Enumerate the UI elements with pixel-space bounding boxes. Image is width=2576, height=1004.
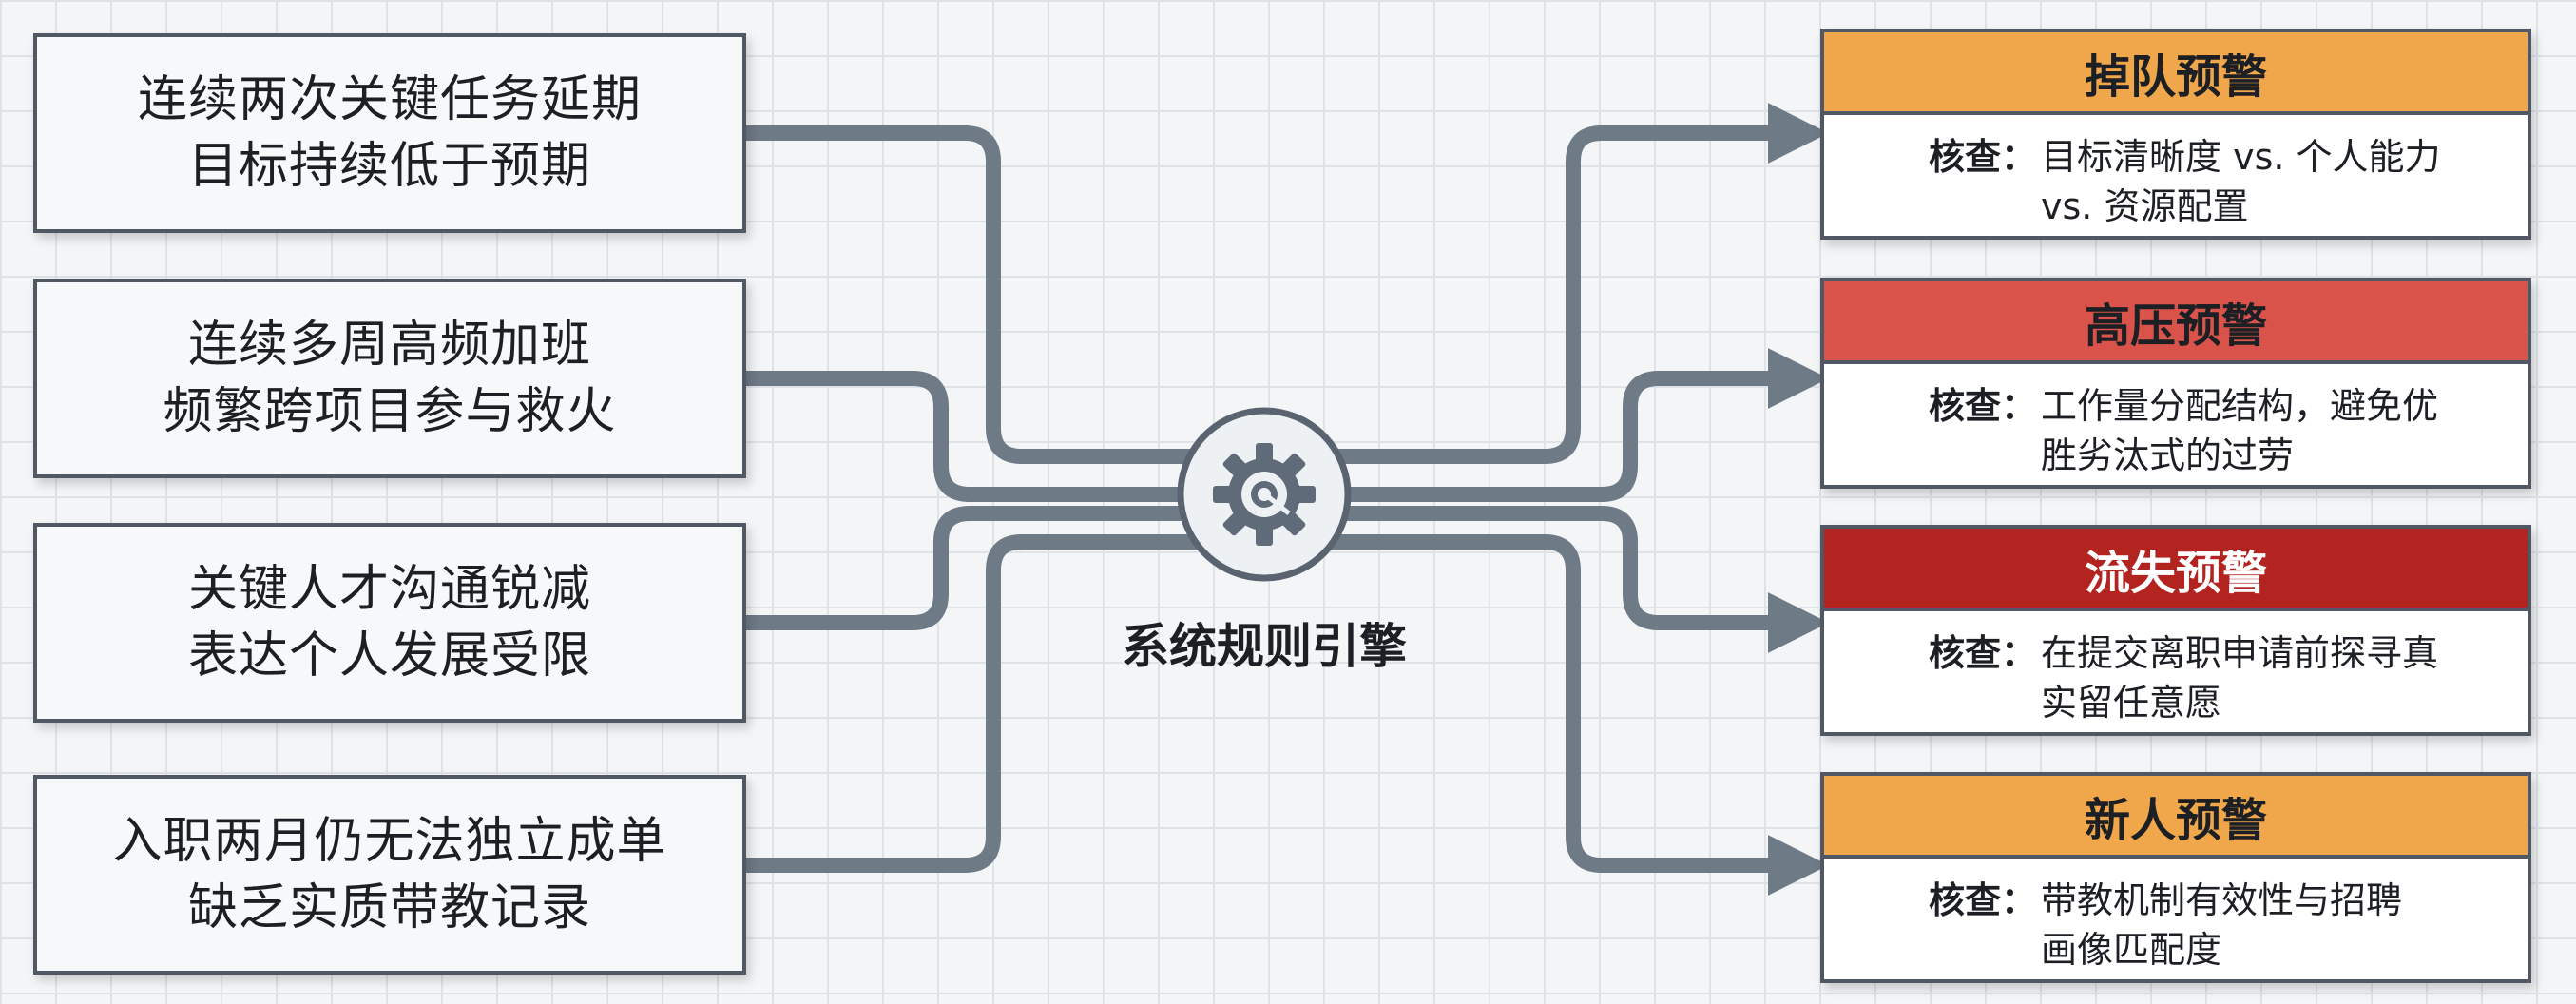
alert-title: 流失预警 xyxy=(1824,529,2528,611)
alert-title: 高压预警 xyxy=(1824,281,2528,364)
check-text: 目标清晰度 vs. 个人能力 vs. 资源配置 xyxy=(2037,132,2441,231)
alert-card-2: 高压预警 核查： 工作量分配结构，避免优 胜劣汰式的过劳 xyxy=(1820,278,2531,489)
trigger-text-line2: 缺乏实质带教记录 xyxy=(187,879,591,936)
trigger-box-1: 连续两次关键任务延期 目标持续低于预期 xyxy=(33,33,746,233)
check-text-line2: vs. 资源配置 xyxy=(2041,185,2249,227)
connector-alert-2 xyxy=(1309,348,1829,502)
gear-icon xyxy=(1213,443,1316,546)
trigger-text-line2: 频繁跨项目参与救火 xyxy=(163,383,617,440)
alert-body: 核查： 工作量分配结构，避免优 胜劣汰式的过劳 xyxy=(1824,364,2528,480)
alert-title: 掉队预警 xyxy=(1824,32,2528,115)
check-label: 核查： xyxy=(1929,632,2038,674)
engine-label: 系统规则引擎 xyxy=(1122,619,1407,674)
alert-title: 新人预警 xyxy=(1824,776,2528,859)
trigger-box-3: 关键人才沟通锐减 表达个人发展受限 xyxy=(33,523,746,723)
trigger-text-line1: 关键人才沟通锐减 xyxy=(187,561,591,618)
connector-trigger-2 xyxy=(739,371,1220,502)
check-text-line2: 胜劣汰式的过劳 xyxy=(2041,434,2295,476)
check-label: 核查： xyxy=(1929,136,2038,178)
check-text: 带教机制有效性与招聘 画像匹配度 xyxy=(2037,876,2402,975)
trigger-text-line1: 连续多周高频加班 xyxy=(187,317,591,374)
connector-trigger-4 xyxy=(739,534,1220,873)
connector-alert-4 xyxy=(1309,534,1829,896)
check-text-line1: 带教机制有效性与招聘 xyxy=(2041,879,2403,921)
alert-body: 核查： 目标清晰度 vs. 个人能力 vs. 资源配置 xyxy=(1824,115,2528,231)
connector-alert-1 xyxy=(1309,103,1829,464)
connector-alert-3 xyxy=(1309,506,1829,653)
engine-node xyxy=(1177,407,1352,582)
alert-card-1: 掉队预警 核查： 目标清晰度 vs. 个人能力 vs. 资源配置 xyxy=(1820,29,2531,240)
trigger-text-line1: 入职两月仍无法独立成单 xyxy=(112,813,667,870)
check-text-line1: 目标清晰度 vs. 个人能力 xyxy=(2041,136,2441,178)
check-text: 在提交离职申请前探寻真 实留任意愿 xyxy=(2037,628,2438,727)
alert-body: 核查： 带教机制有效性与招聘 画像匹配度 xyxy=(1824,859,2528,975)
trigger-text-line2: 表达个人发展受限 xyxy=(187,628,591,685)
check-text: 工作量分配结构，避免优 胜劣汰式的过劳 xyxy=(2037,381,2438,480)
connector-trigger-3 xyxy=(739,506,1220,630)
trigger-text-line1: 连续两次关键任务延期 xyxy=(137,71,642,128)
check-label: 核查： xyxy=(1929,879,2038,921)
trigger-text-line2: 目标持续低于预期 xyxy=(187,138,591,195)
check-text-line2: 实留任意愿 xyxy=(2041,682,2222,724)
check-text-line1: 在提交离职申请前探寻真 xyxy=(2041,632,2439,674)
alert-card-3: 流失预警 核查： 在提交离职申请前探寻真 实留任意愿 xyxy=(1820,525,2531,736)
connector-trigger-1 xyxy=(739,126,1220,464)
trigger-box-2: 连续多周高频加班 频繁跨项目参与救火 xyxy=(33,279,746,478)
check-text-line1: 工作量分配结构，避免优 xyxy=(2041,385,2439,427)
alert-body: 核查： 在提交离职申请前探寻真 实留任意愿 xyxy=(1824,611,2528,727)
check-text-line2: 画像匹配度 xyxy=(2041,929,2222,971)
alert-card-4: 新人预警 核查： 带教机制有效性与招聘 画像匹配度 xyxy=(1820,772,2531,983)
trigger-box-4: 入职两月仍无法独立成单 缺乏实质带教记录 xyxy=(33,775,746,975)
check-label: 核查： xyxy=(1929,385,2038,427)
